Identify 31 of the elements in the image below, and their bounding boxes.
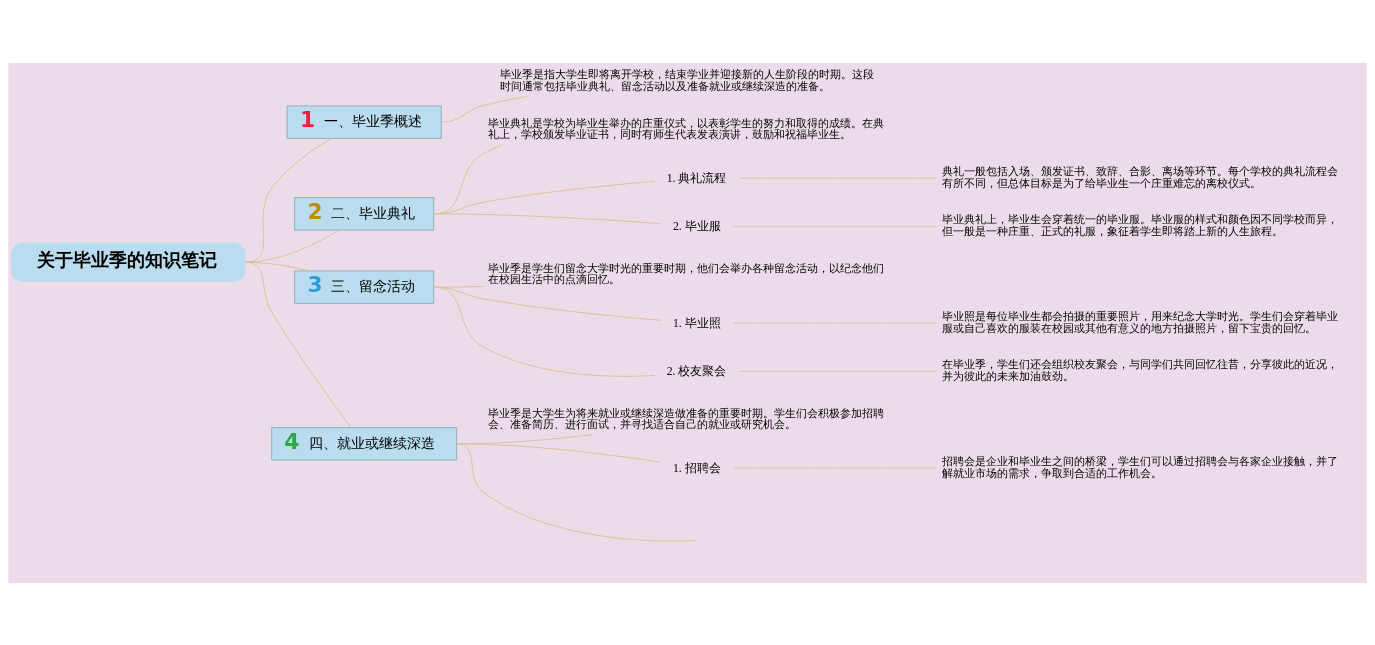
- node-box: 4 四、就业或继续深造: [271, 426, 458, 460]
- node-text: 典礼一般包括入场、颁发证书、致辞、合影、离场等环节。每个学校的典礼流程会有所不同，但总体目标是为了给毕业生一个庄重难忘的离校仪式。: [941, 164, 1338, 190]
- node-box: 2 二、毕业典礼: [294, 196, 435, 230]
- node-text: 招聘会是企业和毕业生之间的桥梁，学生们可以通过招聘会与各家企业接触，并了解就业市场的需求，争取到合适的工作机会。: [941, 454, 1338, 480]
- node-text: 2. 校友聚会: [666, 364, 727, 378]
- connector: [732, 322, 938, 323]
- node-text: 毕业季是大学生为将来就业或继续深造做准备的重要时期。学生们会积极参加招聘会、准备简历、进行面试，并寻找适合自己的就业或研究机会。: [488, 406, 885, 431]
- connector: [433, 286, 656, 377]
- connector: [732, 225, 938, 227]
- connector: [738, 370, 938, 372]
- connector: [244, 137, 332, 263]
- node-text: 毕业典礼上，毕业生会穿着统一的毕业服。毕业服的样式和颜色因不同学校而异，但一般是一种庄重、正式的礼服，象征着学生即将踏上新的人生旅程。: [941, 212, 1338, 238]
- node-text: 1. 招聘会: [672, 461, 721, 474]
- node-text: 毕业季是指大学生即将离开学校，结束学业并迎接新的人生阶段的时期。这段时间通常包括毕业典礼、留念活动以及准备就业或继续深造的准备。: [500, 67, 874, 93]
- connector: [244, 261, 352, 428]
- node-text: 2. 毕业服: [672, 219, 721, 233]
- node-text: 1. 毕业照: [672, 316, 721, 329]
- connector: [441, 95, 528, 123]
- node-text: 毕业季是学生们留念大学时光的重要时期，他们会举办各种留念活动，以纪念他们在校园生活中的点滴回忆。: [488, 261, 885, 286]
- node-text: 1. 典礼流程: [666, 171, 727, 184]
- connector: [244, 229, 340, 263]
- node-box: 3 三、留念活动: [294, 270, 435, 304]
- connector: [433, 212, 662, 224]
- node-box: 关于毕业季的知识笔记: [11, 242, 246, 282]
- node-box: 1 一、毕业季概述: [286, 105, 442, 139]
- node-text: 毕业典礼是学校为毕业生举办的庄重仪式，以表彰学生的努力和取得的成绩。在典礼上，学校颁发毕业证书，同时有师生代表发表演讲，鼓励和祝福毕业生。: [488, 116, 885, 141]
- connector: [738, 177, 938, 178]
- node-text: 毕业照是每位毕业生都会拍摄的重要照片，用来纪念大学时光。学生们会穿着毕业服或自己喜欢的服装在校园或其他有意义的地方拍摄照片，留下宝贵的回忆。: [941, 309, 1338, 335]
- connector: [732, 467, 938, 468]
- connector: [456, 442, 697, 542]
- node-text: 在毕业季，学生们还会组织校友聚会，与同学们共同回忆往昔，分享彼此的近况，并为彼此的未来加油鼓劲。: [941, 357, 1338, 383]
